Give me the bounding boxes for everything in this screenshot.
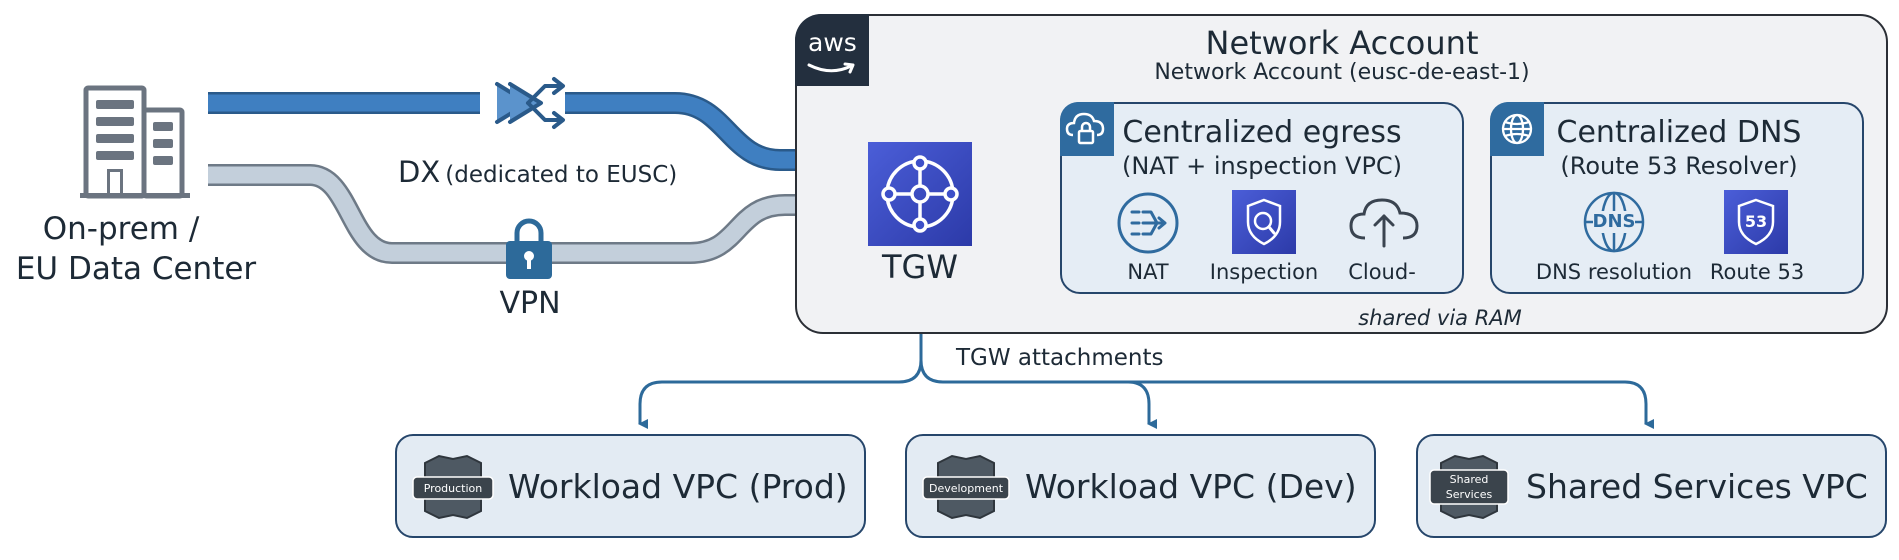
vpn-label: VPN xyxy=(499,286,561,321)
vpn-lock-icon xyxy=(506,218,552,279)
route53-icon-text: 53 xyxy=(1744,212,1768,231)
production-badge-icon: Production xyxy=(411,452,495,522)
route53-shield-glyph xyxy=(1737,198,1775,246)
dns-globe-icon-text: DNS xyxy=(1592,211,1636,232)
dns-item-route53: Route 53 xyxy=(1709,260,1805,284)
dns-title: Centralized DNS xyxy=(1556,115,1802,150)
shared-services-badge-icon: Shared Services xyxy=(1428,452,1510,522)
egress-item-nat: NAT xyxy=(1127,260,1169,284)
dns-subtitle: (Route 53 Resolver) xyxy=(1560,152,1798,180)
tgw-icon xyxy=(868,142,972,246)
cloud-lock-icon xyxy=(1065,112,1105,145)
cloud-upload-icon xyxy=(1349,198,1419,248)
onprem-label-line2: EU Data Center xyxy=(15,251,257,287)
network-account-subtitle: Network Account (eusc-de-east-1) xyxy=(1154,60,1530,85)
dx-label-detail: (dedicated to EUSC) xyxy=(445,162,678,188)
route53-shield-icon: 53 xyxy=(1724,190,1788,254)
dns-badge xyxy=(1490,102,1544,156)
vpc-label-dev: Workload VPC (Dev) xyxy=(1025,467,1357,506)
centralized-dns-panel xyxy=(1490,102,1864,294)
tgw-attachments-label: TGW attachments xyxy=(956,345,1164,371)
egress-subtitle: (NAT + inspection VPC) xyxy=(1121,152,1403,180)
production-badge-text: Production xyxy=(423,482,483,495)
dns-globe-icon: DNS xyxy=(1582,190,1646,254)
shared-badge-text-line2: Services xyxy=(1445,488,1493,501)
shared-badge-text-line1: Shared xyxy=(1449,473,1489,486)
network-account-title: Network Account xyxy=(1205,24,1479,62)
aws-logo: aws xyxy=(795,14,869,86)
inspection-shield-glyph xyxy=(1246,198,1282,246)
dns-item-resolution: DNS resolution xyxy=(1535,260,1693,284)
development-badge-text: Development xyxy=(928,482,1004,495)
dx-label: DX (dedicated to EUSC) xyxy=(398,158,677,187)
egress-title: Centralized egress xyxy=(1122,115,1402,150)
egress-item-cloud: Cloud- xyxy=(1348,260,1416,284)
dx-label-main: DX xyxy=(398,155,441,189)
shared-via-ram-note: shared via RAM xyxy=(1358,306,1522,330)
dx-symbol-icon xyxy=(495,77,565,129)
globe-icon xyxy=(1501,113,1533,145)
aws-logo-text: aws xyxy=(808,28,857,57)
egress-badge xyxy=(1060,102,1114,156)
vpc-label-prod: Workload VPC (Prod) xyxy=(508,467,848,506)
tgw-attachment-lines xyxy=(638,294,1654,429)
inspection-shield-icon xyxy=(1232,190,1296,254)
egress-item-inspection: Inspection xyxy=(1209,260,1319,284)
onprem-label-line1: On-prem / xyxy=(42,211,200,247)
vpc-label-shared-services: Shared Services VPC xyxy=(1526,467,1868,506)
tgw-label: TGW xyxy=(882,248,958,286)
tgw-hub-icon xyxy=(881,155,959,233)
nat-gateway-icon xyxy=(1117,192,1179,254)
building-icon xyxy=(80,85,190,199)
aws-smile-icon xyxy=(807,62,855,74)
development-badge-icon: Development xyxy=(921,452,1011,522)
